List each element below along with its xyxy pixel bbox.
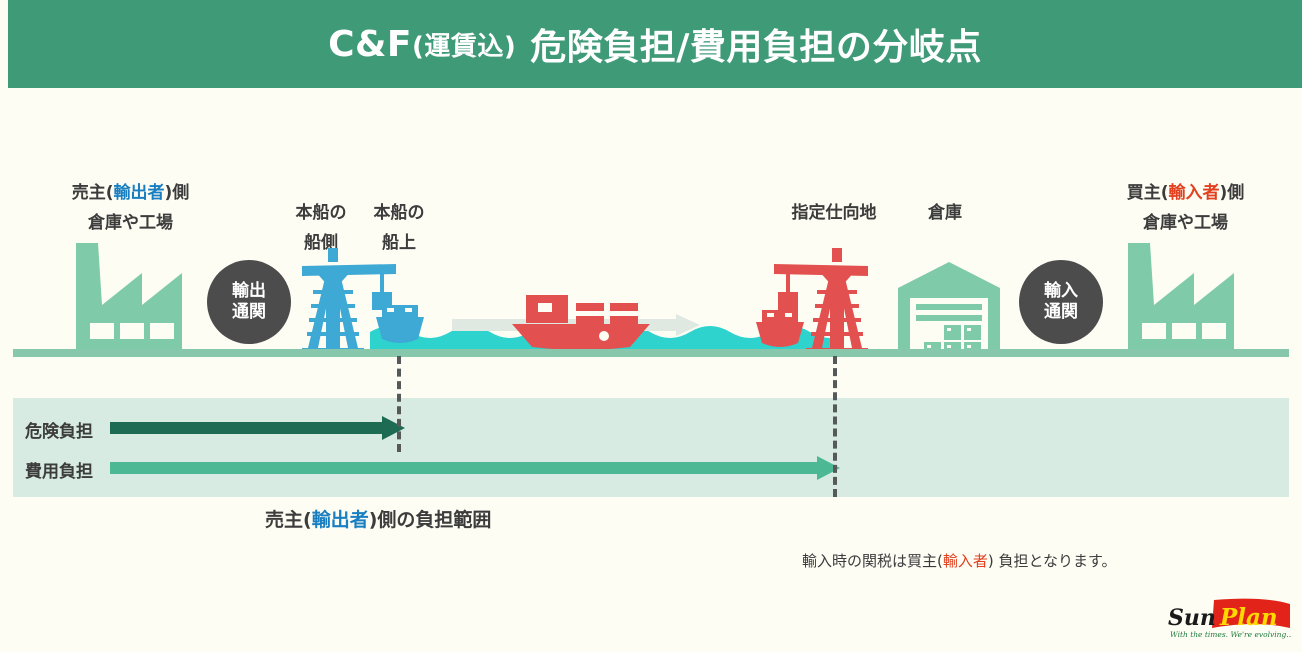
label-on-board-line1: 本船の [373,203,425,223]
logo-word2: Plan [1219,604,1278,631]
origin-ship-icon [374,305,426,349]
export-customs-line1: 輸出 [232,281,266,301]
export-customs-line2: 通関 [232,302,266,322]
label-seller-site-line1: 売主(輸出者)側 [71,183,190,203]
destination-warehouse-icon [898,262,1000,353]
label-destination-warehouse: 倉庫 [900,198,990,228]
label-buyer-site-line2: 倉庫や工場 [1143,213,1228,233]
logo-word1: Sun [1168,605,1216,631]
cost-burden-label: 費用負担 [25,462,93,482]
cost-transfer-divider [833,356,837,497]
title-rest: 危険負担/費用負担の分岐点 [530,27,982,68]
label-buyer-site: 買主(輸入者)側 倉庫や工場 [1098,178,1273,238]
risk-burden-label: 危険負担 [25,422,93,442]
label-on-board: 本船の 船上 [360,198,438,258]
ground-line [13,349,1289,357]
risk-transfer-divider [397,356,401,452]
label-on-board-line2: 船上 [382,233,416,253]
label-named-destination: 指定仕向地 [760,198,908,228]
exporter-highlight: 輸出者 [311,509,369,531]
import-duty-note: 輸入時の関税は買主(輸入者) 負担となります。 [802,552,1117,570]
import-customs-badge: 輸入 通関 [1019,260,1103,344]
export-customs-badge: 輸出 通関 [207,260,291,344]
label-ship-side-line1: 本船の [295,203,347,223]
page-title: C&F(運賃込) 危険負担/費用負担の分岐点 [8,0,1302,88]
risk-burden-arrow [110,416,405,440]
destination-ship-icon [754,310,806,352]
import-customs-line2: 通関 [1044,302,1078,322]
burden-band [13,398,1289,497]
cost-burden-arrow [110,456,840,480]
import-customs-line1: 輸入 [1044,281,1078,301]
label-seller-site-line2: 倉庫や工場 [88,213,173,233]
label-buyer-site-line1: 買主(輸入者)側 [1126,183,1245,203]
seller-burden-range-note: 売主(輸出者)側の負担範囲 [265,509,492,531]
label-named-destination-line1: 指定仕向地 [791,203,877,223]
origin-factory-icon [68,243,190,353]
sunplan-logo: Sun Plan With the times. We're evolving.… [1168,598,1293,640]
label-destination-warehouse-line1: 倉庫 [928,203,962,223]
logo-tagline: With the times. We're evolving... [1170,630,1292,639]
title-sub: (運賃込) [411,31,517,62]
title-main: C&F [328,23,412,65]
exporter-highlight: 輸出者 [113,183,165,203]
destination-factory-icon [1120,243,1242,353]
cargo-ship-icon [508,295,654,351]
header-bar: C&F(運賃込) 危険負担/費用負担の分岐点 [8,0,1302,88]
importer-highlight: 輸入者 [1168,183,1220,203]
importer-highlight: 輸入者 [942,552,988,570]
label-seller-site: 売主(輸出者)側 倉庫や工場 [48,178,213,238]
